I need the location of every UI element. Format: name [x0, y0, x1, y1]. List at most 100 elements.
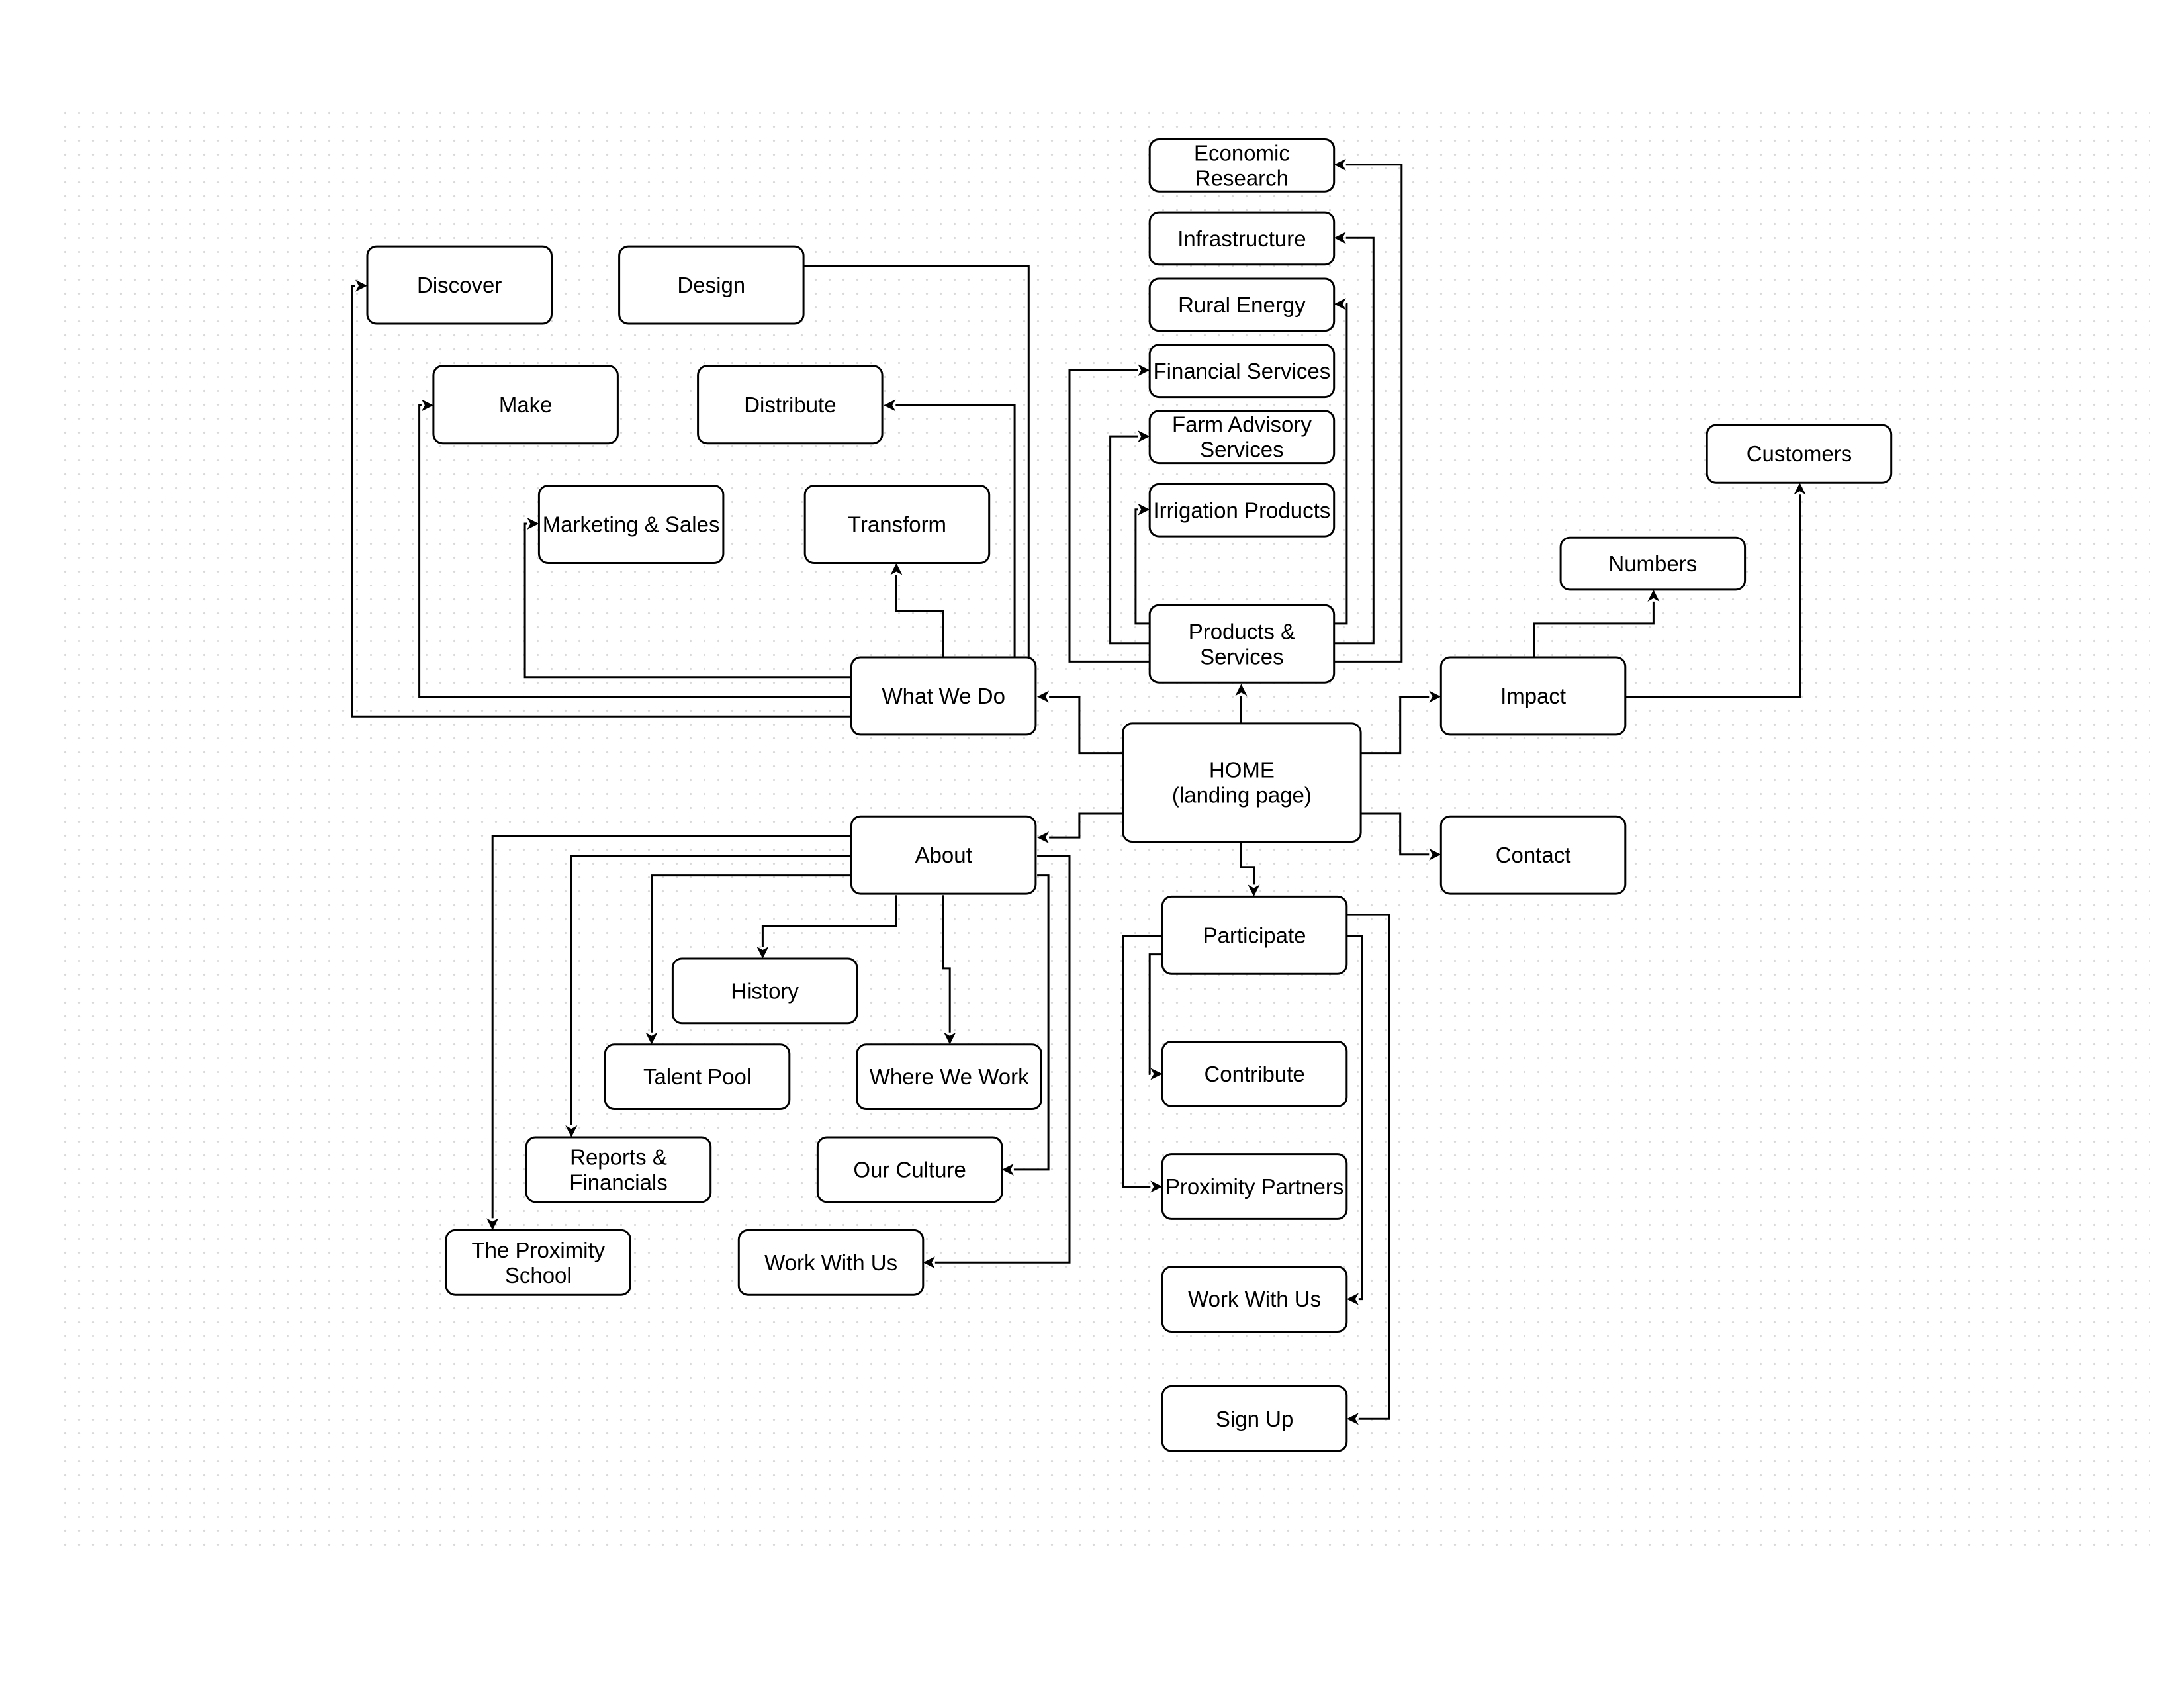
node-distribute[interactable]: Distribute [697, 365, 884, 445]
node-products-services-box[interactable] [1148, 604, 1336, 684]
node-marketing-sales-label: Marketing & Sales [543, 512, 720, 537]
node-infrastructure-box[interactable] [1148, 211, 1336, 266]
node-distribute-label: Distribute [744, 393, 836, 417]
edge-home-to-contact-line [1361, 812, 1430, 856]
edge-what-we-do-to-transform [890, 563, 944, 657]
node-contact[interactable]: Contact [1439, 815, 1627, 895]
node-numbers-box[interactable] [1559, 536, 1747, 591]
edge-about-to-work-with-us-about [923, 855, 1071, 1269]
node-talent-pool-label: Talent Pool [643, 1064, 751, 1089]
edge-what-we-do-to-make-line [418, 404, 852, 698]
edge-participate-to-work-with-us-participate [1346, 935, 1363, 1305]
node-products-services-label: Services [1200, 644, 1284, 669]
node-where-we-work-box[interactable] [856, 1043, 1042, 1110]
node-contribute-box[interactable] [1161, 1041, 1348, 1107]
node-our-culture[interactable]: Our Culture [816, 1136, 1003, 1203]
node-home-label: HOME [1209, 758, 1275, 782]
node-about[interactable]: About [850, 815, 1037, 895]
node-products-services[interactable]: Products &Services [1148, 604, 1336, 684]
edge-home-to-participate [1240, 841, 1260, 897]
node-farm-advisory-box[interactable] [1148, 410, 1336, 465]
node-our-culture-box[interactable] [816, 1136, 1003, 1203]
edge-impact-to-customers [1625, 483, 1806, 698]
node-participate[interactable]: Participate [1161, 895, 1348, 975]
node-participate-label: Participate [1203, 923, 1306, 947]
edge-what-we-do-to-transform-line [895, 575, 944, 657]
edge-participate-to-sign-up-line [1346, 914, 1390, 1420]
node-economic-research-box[interactable] [1148, 138, 1336, 193]
node-transform[interactable]: Transform [803, 485, 991, 564]
node-make[interactable]: Make [432, 365, 619, 445]
node-work-with-us-participate[interactable]: Work With Us [1161, 1266, 1348, 1333]
node-marketing-sales[interactable]: Marketing & Sales [537, 485, 725, 564]
edge-about-to-reports-financials-line [570, 855, 852, 1125]
node-distribute-box[interactable] [697, 365, 884, 445]
background-grid [58, 106, 2150, 1549]
node-reports-financials[interactable]: Reports &Financials [525, 1136, 712, 1203]
node-proximity-school-box[interactable] [445, 1229, 631, 1296]
arrowhead-icon [1001, 1163, 1014, 1176]
nodes-layer: HOME(landing page) What We Do Discover Desi… [366, 138, 1893, 1452]
node-talent-pool-box[interactable] [604, 1043, 791, 1110]
node-about-label: About [915, 843, 972, 867]
node-financial-services-box[interactable] [1148, 344, 1336, 399]
edge-about-to-where-we-work [942, 895, 956, 1045]
arrowhead-icon [1248, 884, 1260, 897]
node-work-with-us-about-box[interactable] [737, 1229, 925, 1296]
node-marketing-sales-box[interactable] [537, 485, 725, 564]
node-numbers[interactable]: Numbers [1559, 536, 1747, 591]
node-work-with-us-about[interactable]: Work With Us [737, 1229, 925, 1296]
edges-layer [351, 158, 1806, 1425]
node-rural-energy-box[interactable] [1148, 277, 1336, 332]
node-transform-box[interactable] [803, 485, 991, 564]
node-where-we-work[interactable]: Where We Work [856, 1043, 1042, 1110]
node-home[interactable]: HOME(landing page) [1122, 722, 1362, 843]
node-transform-label: Transform [848, 512, 946, 537]
arrowhead-icon [1235, 684, 1248, 696]
node-design-box[interactable] [618, 245, 805, 325]
node-sign-up-box[interactable] [1161, 1385, 1348, 1452]
node-reports-financials-box[interactable] [525, 1136, 712, 1203]
node-design-label: Design [677, 273, 745, 297]
node-rural-energy[interactable]: Rural Energy [1148, 277, 1336, 332]
node-irrigation-products[interactable]: Irrigation Products [1148, 483, 1336, 538]
node-proximity-partners-box[interactable] [1161, 1153, 1348, 1220]
node-discover[interactable]: Discover [366, 245, 553, 325]
node-financial-services-label: Financial Services [1154, 359, 1331, 383]
node-design[interactable]: Design [618, 245, 805, 325]
node-customers-box[interactable] [1706, 424, 1893, 484]
node-what-we-do[interactable]: What We Do [850, 656, 1037, 736]
node-make-box[interactable] [432, 365, 619, 445]
node-discover-box[interactable] [366, 245, 553, 325]
node-irrigation-products-box[interactable] [1148, 483, 1336, 538]
node-impact-box[interactable] [1439, 656, 1627, 736]
node-financial-services[interactable]: Financial Services [1148, 344, 1336, 399]
node-about-box[interactable] [850, 815, 1037, 895]
node-reports-financials-label: Financials [569, 1170, 668, 1194]
node-history[interactable]: History [671, 957, 858, 1025]
node-products-services-label: Products & [1189, 619, 1295, 643]
node-home-box[interactable] [1122, 722, 1362, 843]
node-work-with-us-participate-box[interactable] [1161, 1266, 1348, 1333]
node-economic-research-label: Research [1195, 165, 1289, 190]
edge-impact-to-numbers-line [1533, 601, 1655, 657]
node-customers[interactable]: Customers [1706, 424, 1893, 484]
node-history-box[interactable] [671, 957, 858, 1025]
node-contribute-label: Contribute [1204, 1062, 1304, 1086]
node-participate-box[interactable] [1161, 895, 1348, 975]
node-sign-up[interactable]: Sign Up [1161, 1385, 1348, 1452]
node-contribute[interactable]: Contribute [1161, 1041, 1348, 1107]
arrowhead-icon [1138, 503, 1150, 516]
node-work-with-us-about-label: Work With Us [764, 1250, 897, 1275]
node-infrastructure[interactable]: Infrastructure [1148, 211, 1336, 266]
edge-what-we-do-to-marketing-sales [523, 518, 852, 679]
node-talent-pool[interactable]: Talent Pool [604, 1043, 791, 1110]
node-proximity-partners[interactable]: Proximity Partners [1161, 1153, 1348, 1220]
node-contact-box[interactable] [1439, 815, 1627, 895]
node-proximity-school-label: School [505, 1263, 572, 1288]
node-what-we-do-box[interactable] [850, 656, 1037, 736]
node-impact[interactable]: Impact [1439, 656, 1627, 736]
